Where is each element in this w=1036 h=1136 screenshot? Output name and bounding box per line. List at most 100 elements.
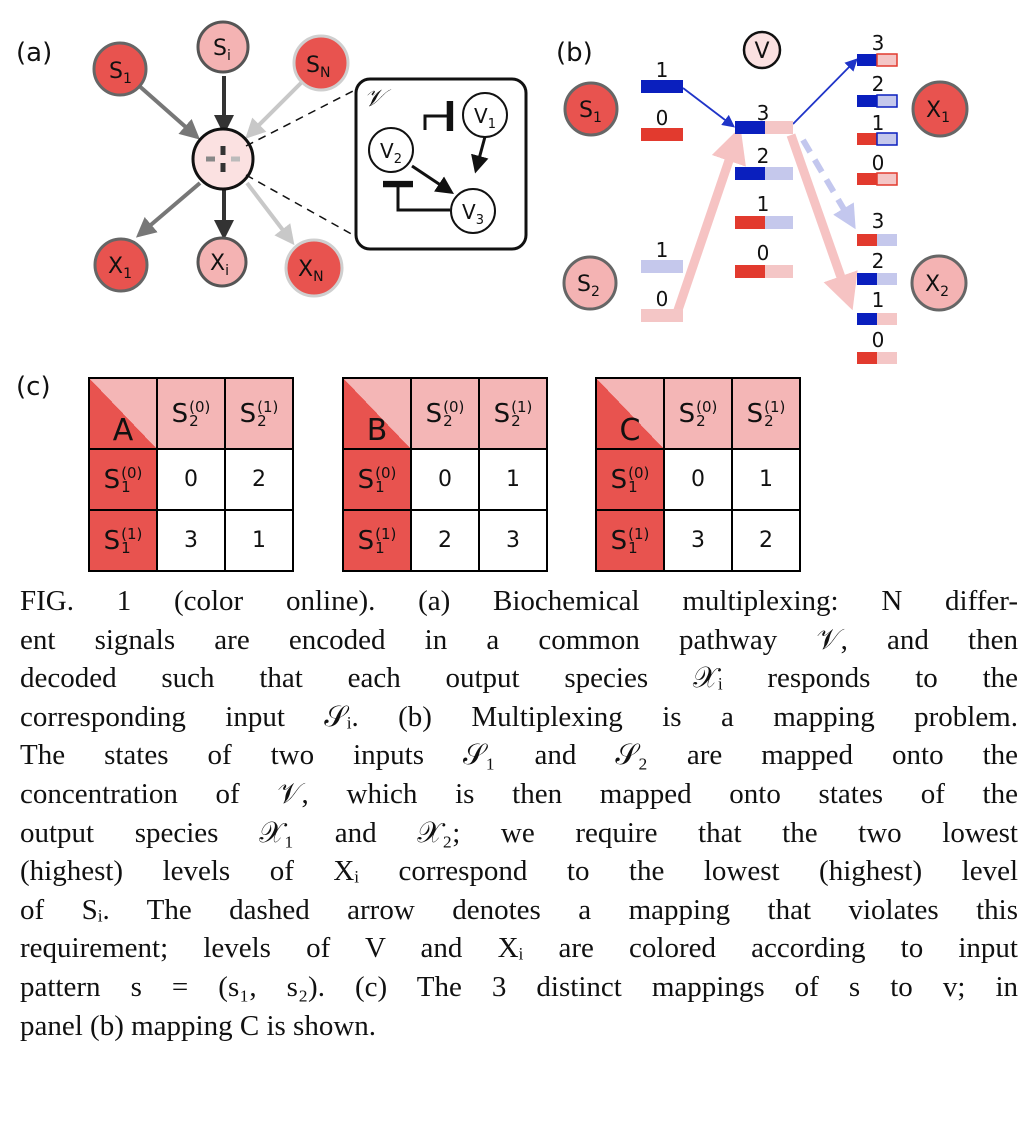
table-cell: 0: [156, 448, 226, 511]
svg-text:2: 2: [757, 144, 770, 168]
arrow-s1-to-v: [682, 87, 736, 128]
svg-text:1: 1: [656, 238, 669, 262]
svg-text:0: 0: [656, 287, 669, 311]
arrow-s2-to-v: [671, 126, 746, 318]
caption-line: requirement; levels of V and Xᵢ are colo…: [20, 932, 1018, 965]
node-xn: XN: [284, 238, 344, 298]
svg-text:0: 0: [872, 151, 885, 175]
x1-levels: 3 2 1 0: [857, 31, 898, 186]
panel-b-label: (b): [556, 38, 593, 68]
mapping-table-c: C S(0)2 S(1)2 S(0)1 0 1 S(1)1 3 2: [595, 377, 801, 572]
node-b-s1: S1: [563, 81, 619, 137]
row-header: S(0)1: [342, 448, 412, 511]
svg-text:3: 3: [757, 101, 770, 125]
table-cell: 1: [224, 509, 294, 572]
node-x1: X1: [93, 237, 149, 293]
row-header: S(1)1: [595, 509, 665, 572]
caption-line: pattern s = (s₁, s₂). (c) The 3 distinct…: [20, 970, 1018, 1003]
table-cell: 1: [478, 448, 548, 511]
node-b-x1: X1: [911, 80, 969, 138]
svg-text:V1: V1: [474, 104, 496, 132]
table-cell: 2: [731, 509, 801, 572]
arrow-v-to-x2: [786, 133, 858, 311]
row-header: S(1)1: [88, 509, 158, 572]
col-header: S(0)2: [663, 377, 733, 450]
caption-line: output species 𝒳₁ and 𝒳₂; we require tha…: [20, 816, 1018, 849]
table-cell: 0: [663, 448, 733, 511]
x2-levels: 3 2 1 0: [857, 209, 897, 364]
table-cell: 3: [478, 509, 548, 572]
caption-line: The states of two inputs 𝒮₁ and 𝒮₂ are m…: [20, 739, 1018, 772]
panel-a-label: (a): [16, 38, 52, 68]
figure-panels: (a) S1 Si SN X1 Xi XN 𝒱: [16, 20, 969, 402]
table-cell: 0: [410, 448, 480, 511]
s1-levels: 1 0: [641, 58, 683, 141]
svg-text:2: 2: [872, 249, 885, 273]
arrow-violating-mapping: [800, 138, 856, 230]
row-header: S(0)1: [595, 448, 665, 511]
svg-text:XN: XN: [298, 257, 324, 285]
table-cell: 3: [156, 509, 226, 572]
arrow-sn-center: [245, 80, 304, 139]
caption-line: panel (b) mapping C is shown.: [20, 1009, 377, 1042]
node-b-x2: X2: [910, 254, 968, 312]
node-v: V: [742, 30, 782, 70]
table-corner: B: [342, 377, 412, 450]
svg-text:0: 0: [872, 328, 885, 352]
svg-text:SN: SN: [306, 53, 330, 81]
caption-line: corresponding input 𝒮ᵢ. (b) Multiplexing…: [20, 700, 1018, 733]
svg-text:S2: S2: [577, 272, 600, 300]
panel-c-label: (c): [16, 372, 51, 402]
arrow-v-to-x1: [792, 58, 858, 125]
svg-text:1: 1: [872, 288, 885, 312]
col-header: S(1)2: [224, 377, 294, 450]
svg-text:Si: Si: [213, 36, 231, 64]
arrow-center-x1: [135, 181, 202, 238]
table-cell: 2: [224, 448, 294, 511]
node-v3: V3: [450, 188, 496, 234]
edge-v1-v3: [471, 132, 489, 174]
s2-levels: 1 0: [641, 238, 683, 322]
svg-text:X1: X1: [108, 254, 132, 282]
caption-line: (highest) levels of Xᵢ correspond to the…: [20, 855, 1018, 888]
svg-text:V2: V2: [380, 139, 402, 167]
caption-line: concentration of 𝒱, which is then mapped…: [20, 777, 1018, 810]
mapping-table-a: A S(0)2 S(1)2 S(0)1 0 2 S(1)1 3 1: [88, 377, 294, 572]
svg-text:0: 0: [757, 241, 770, 265]
col-header: S(0)2: [410, 377, 480, 450]
figure-caption: FIG. 1 (color online). (a) Biochemical m…: [20, 582, 1018, 1045]
pathway-node: [191, 127, 255, 191]
zoom-line-top: [245, 89, 356, 147]
svg-text:X1: X1: [926, 98, 950, 126]
table-corner: A: [88, 377, 158, 450]
col-header: S(1)2: [731, 377, 801, 450]
node-s1: S1: [92, 41, 148, 97]
table-cell: 1: [731, 448, 801, 511]
svg-text:0: 0: [656, 106, 669, 130]
node-v2: V2: [368, 127, 414, 173]
zoom-line-bottom: [245, 174, 356, 237]
svg-text:1: 1: [757, 192, 770, 216]
svg-text:S1: S1: [109, 59, 132, 87]
node-sn: SN: [292, 34, 350, 92]
node-v1: V1: [462, 92, 508, 138]
mapping-table-b: B S(0)2 S(1)2 S(0)1 0 1 S(1)1 2 3: [342, 377, 548, 572]
svg-text:S1: S1: [579, 98, 602, 126]
col-header: S(1)2: [478, 377, 548, 450]
node-xi: Xi: [196, 236, 248, 288]
edge-v2-v1: [423, 101, 454, 131]
row-header: S(1)1: [342, 509, 412, 572]
caption-line: FIG. 1 (color online). (a) Biochemical m…: [20, 585, 1018, 617]
svg-text:V: V: [754, 39, 769, 64]
table-cell: 3: [663, 509, 733, 572]
row-header: S(0)1: [88, 448, 158, 511]
node-b-s2: S2: [562, 255, 618, 311]
col-header: S(0)2: [156, 377, 226, 450]
arrow-s1-center: [135, 82, 200, 140]
table-corner: C: [595, 377, 665, 450]
svg-text:Xi: Xi: [210, 251, 229, 279]
caption-line: ent signals are encoded in a common path…: [20, 623, 1018, 656]
arrow-center-xn: [245, 181, 295, 246]
svg-text:1: 1: [656, 58, 669, 82]
edge-v2-v3: [411, 164, 454, 194]
